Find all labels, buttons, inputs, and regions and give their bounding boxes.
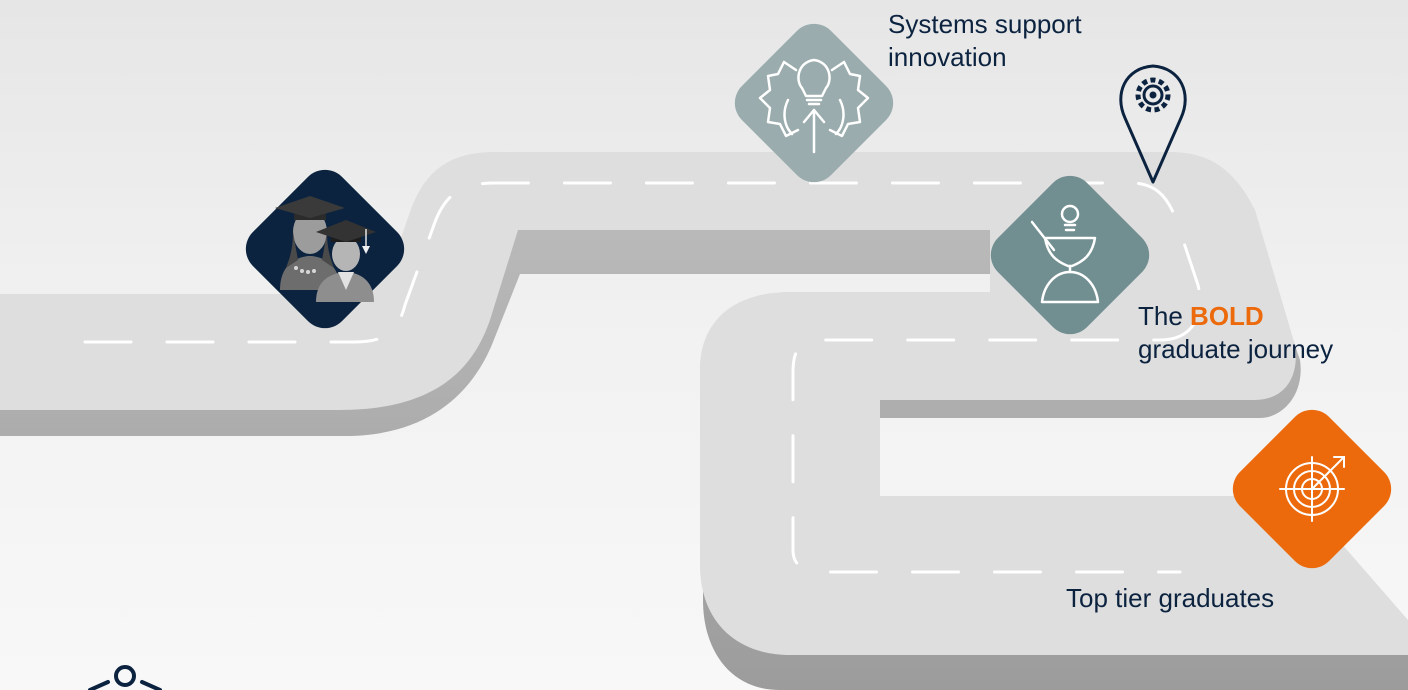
journey-label-line1: The BOLD bbox=[1138, 300, 1333, 333]
people-network-icon bbox=[88, 665, 162, 690]
graduates-icon bbox=[275, 196, 376, 302]
innovation-badge bbox=[734, 23, 894, 183]
thinker-badge bbox=[990, 175, 1150, 335]
target-badge bbox=[1232, 409, 1392, 569]
top-tier-text: Top tier graduates bbox=[1066, 583, 1275, 613]
road-centerline bbox=[83, 181, 1202, 574]
graduates-badge bbox=[245, 169, 405, 329]
systems-innovation-label: Systems support innovation bbox=[888, 8, 1082, 74]
journey-bold-word: BOLD bbox=[1190, 301, 1264, 331]
systems-label-line1: Systems support bbox=[888, 9, 1082, 39]
bold-journey-label: The BOLD graduate journey bbox=[1138, 300, 1333, 366]
target-arrow-icon bbox=[1279, 456, 1345, 522]
lightbulb-gear-icon bbox=[758, 58, 870, 154]
top-tier-label: Top tier graduates bbox=[1066, 582, 1274, 615]
journey-label-line2: graduate journey bbox=[1138, 334, 1334, 364]
thinker-icon bbox=[1030, 204, 1100, 304]
gear-map-pin-icon bbox=[1119, 64, 1187, 184]
journey-prefix: The bbox=[1138, 301, 1183, 331]
systems-label-line2: innovation bbox=[888, 42, 1007, 72]
